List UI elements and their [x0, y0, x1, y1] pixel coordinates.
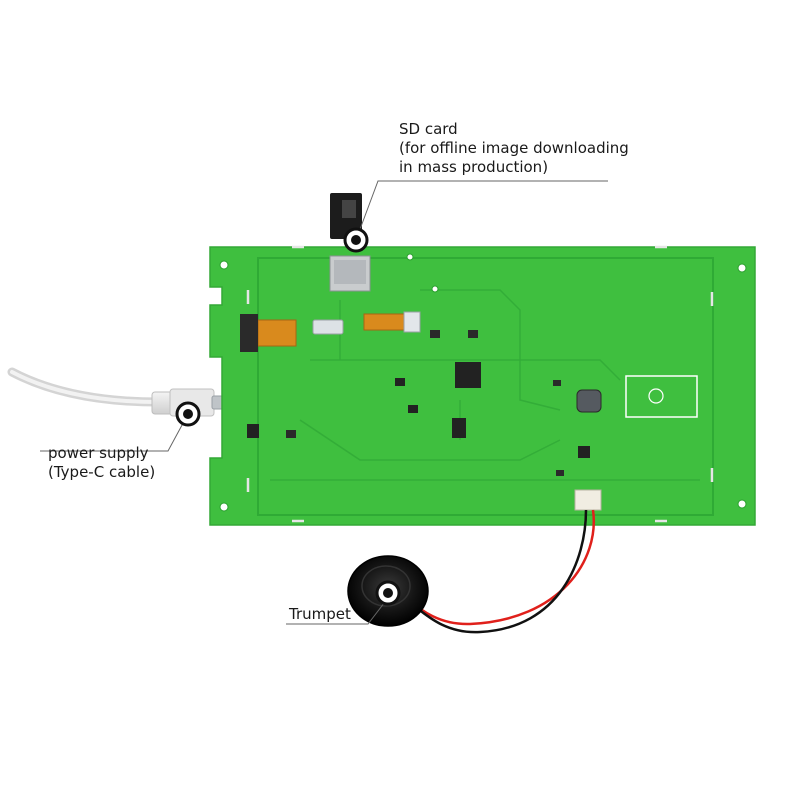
silkscreen-box: [625, 375, 698, 418]
pcb-traces: [270, 289, 700, 481]
sd-card-title: SD card: [399, 120, 458, 138]
power-supply-label: power supply (Type-C cable): [48, 444, 155, 482]
power-supply-title: power supply: [48, 444, 149, 462]
sd-card-desc-2: in mass production): [399, 158, 549, 176]
speaker-label: Trumpet: [289, 605, 351, 624]
pcb-board: [209, 246, 756, 526]
callout-leader-lines: [40, 180, 608, 625]
callout-marker-power: [175, 401, 201, 427]
power-supply-desc: (Type-C cable): [48, 463, 156, 481]
speaker-wire-red: [409, 509, 596, 626]
callout-marker-sd: [343, 227, 369, 253]
callout-marker-speaker: [375, 580, 401, 606]
chips: [247, 330, 602, 476]
sd-card-desc-1: (for offline image downloading: [399, 139, 629, 157]
fpc-connector-left: [257, 319, 297, 347]
mounting-holes: [219, 253, 747, 512]
corner-clips: [246, 245, 714, 523]
speaker-connector: [574, 489, 602, 511]
speaker-title: Trumpet: [289, 605, 351, 623]
pcb-trace-frame: [257, 257, 714, 516]
speaker-wire-black: [411, 509, 588, 634]
sd-card-label: SD card (for offline image downloading i…: [399, 120, 629, 177]
